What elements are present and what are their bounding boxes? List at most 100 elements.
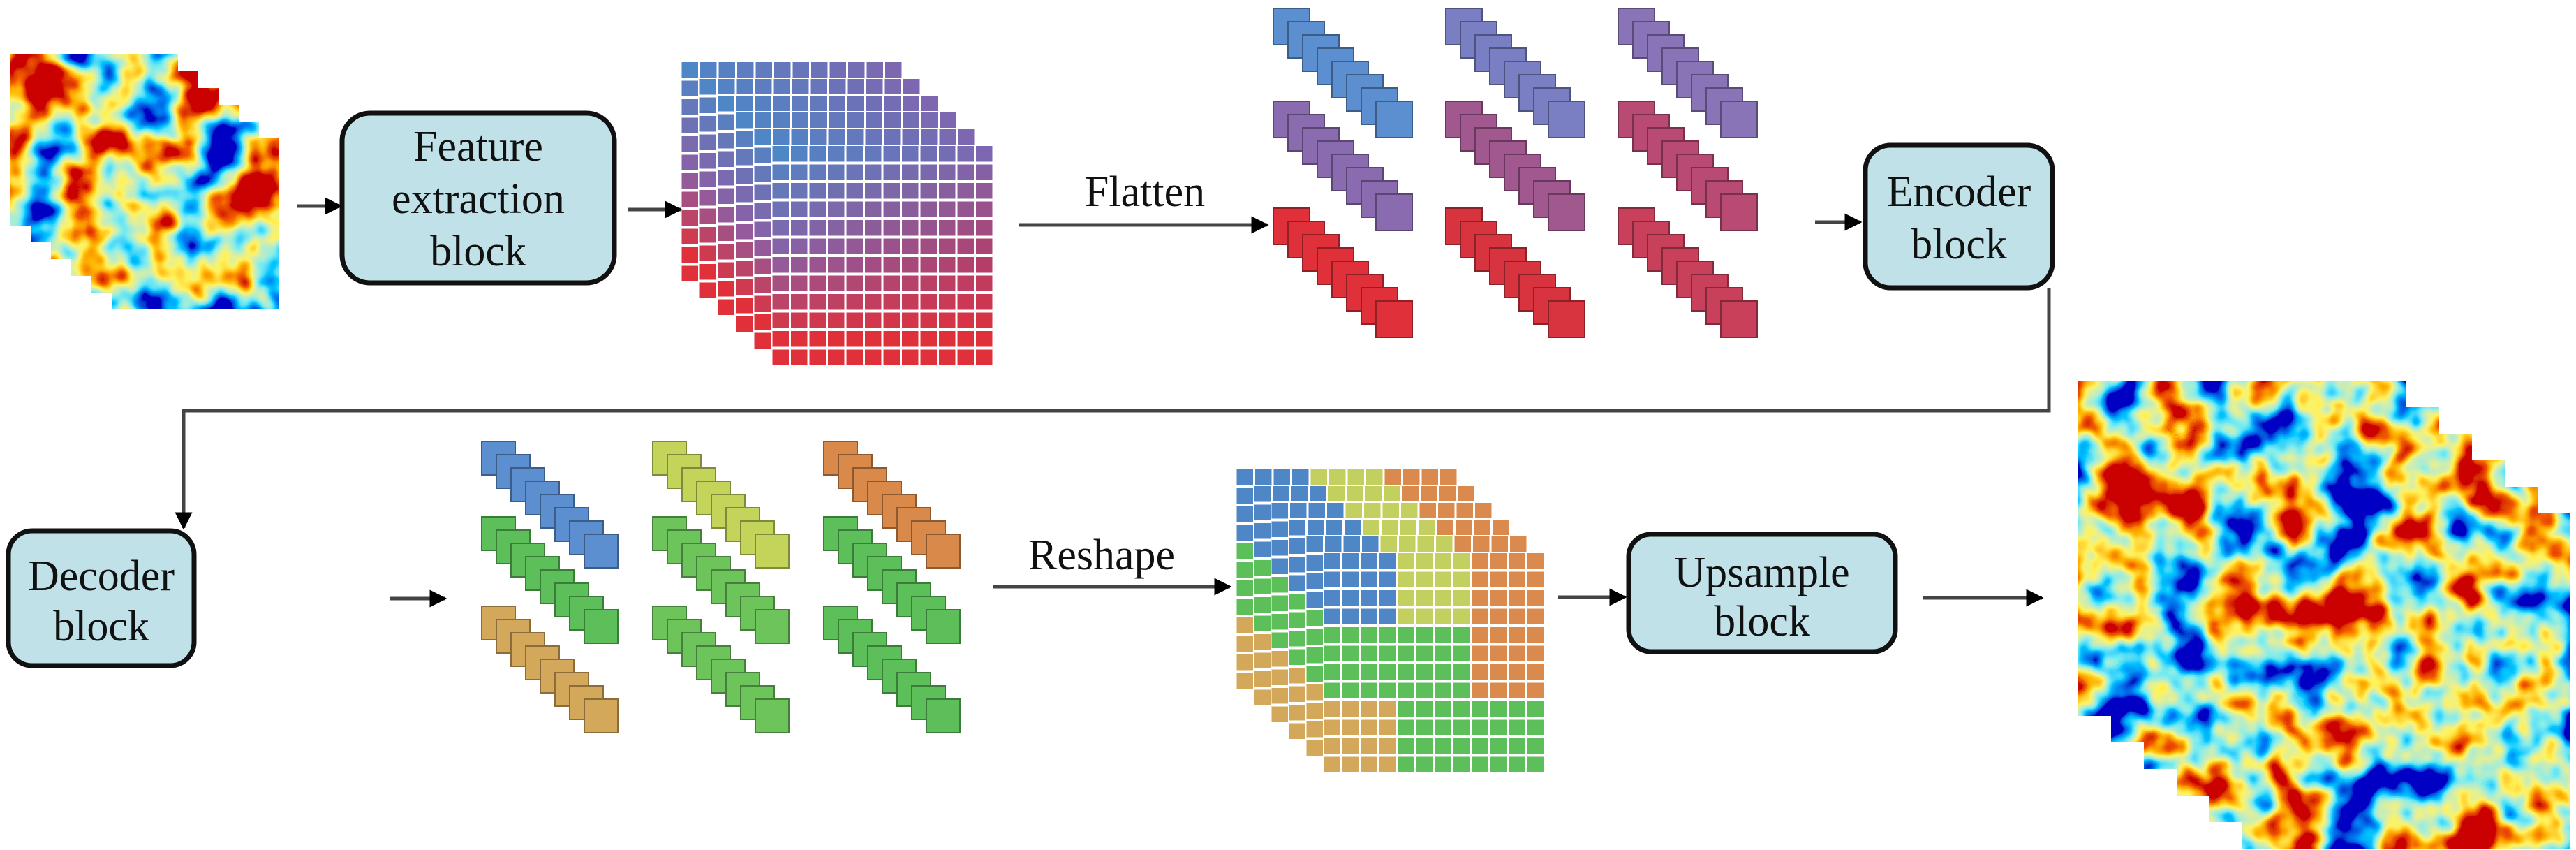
grid-cell xyxy=(1379,608,1396,624)
grid-cell xyxy=(1435,701,1451,717)
grid-cell xyxy=(846,238,863,254)
grid-cell xyxy=(1435,664,1451,680)
grid-cell xyxy=(809,183,826,199)
grid-cell xyxy=(883,164,900,180)
token-square xyxy=(755,698,790,733)
grid-cell xyxy=(1454,536,1471,552)
grid-cell xyxy=(1490,627,1507,643)
grid-cell xyxy=(828,238,845,254)
grid-cell xyxy=(791,331,808,347)
grid-cell xyxy=(1254,615,1271,631)
grid-cell xyxy=(1527,701,1544,717)
grid-cell xyxy=(1416,571,1433,587)
grid-cell xyxy=(681,173,698,189)
grid-cell xyxy=(1342,701,1359,717)
grid-cell xyxy=(865,331,882,347)
grid-cell xyxy=(791,129,808,145)
grid-cell xyxy=(1379,590,1396,606)
grid-cell xyxy=(1361,553,1377,569)
grid-cell xyxy=(902,349,919,365)
grid-cell xyxy=(1527,608,1544,624)
grid-cell xyxy=(883,238,900,254)
grid-cell xyxy=(755,112,771,129)
grid-cell xyxy=(1271,614,1288,630)
grid-cell xyxy=(1416,701,1433,717)
grid-cell xyxy=(828,312,845,328)
grid-cell xyxy=(828,164,845,180)
grid-cell xyxy=(976,146,993,162)
grid-cell xyxy=(791,349,808,365)
grid-cell xyxy=(718,299,734,315)
grid-cell xyxy=(1456,503,1473,519)
grid-cell xyxy=(718,133,734,149)
grid-cell xyxy=(958,129,975,145)
grid-cell xyxy=(1384,486,1400,502)
grid-cell xyxy=(1380,536,1397,552)
grid-cell xyxy=(1398,645,1414,661)
grid-cell xyxy=(976,238,993,254)
grid-cell xyxy=(1379,627,1396,643)
grid-cell xyxy=(957,312,974,328)
token-square xyxy=(584,698,619,733)
grid-cell xyxy=(1416,719,1433,735)
grid-cell xyxy=(1435,553,1451,569)
grid-cell xyxy=(736,149,753,166)
grid-cell xyxy=(1236,506,1253,522)
grid-cell xyxy=(846,349,863,365)
grid-cell xyxy=(1324,608,1340,624)
grid-cell xyxy=(681,62,698,78)
grid-cell xyxy=(1236,654,1253,671)
grid-cell xyxy=(718,96,734,112)
grid-cell xyxy=(1289,631,1305,647)
grid-cell xyxy=(939,201,956,217)
input-heatmap-stack xyxy=(10,54,280,310)
grid-cell xyxy=(1379,756,1396,772)
grid-cell xyxy=(754,240,771,256)
grid-cell xyxy=(1236,525,1253,541)
grid-cell xyxy=(809,201,826,217)
grid-cell xyxy=(1324,682,1340,698)
grid-cell xyxy=(773,79,790,95)
grid-cell xyxy=(846,201,863,217)
grid-cell xyxy=(1398,608,1414,624)
grid-cell xyxy=(1453,553,1470,569)
grid-cell xyxy=(792,96,808,112)
grid-cell xyxy=(1490,719,1507,735)
grid-cell xyxy=(1437,520,1453,536)
grid-cell xyxy=(1398,590,1414,606)
grid-cell xyxy=(1310,469,1327,485)
grid-cell xyxy=(976,201,993,217)
grid-cell xyxy=(1289,723,1305,739)
grid-cell xyxy=(846,312,863,328)
grid-cell xyxy=(1472,756,1488,772)
grid-cell xyxy=(828,331,845,347)
grid-cell xyxy=(1472,590,1488,606)
grid-cell xyxy=(1236,599,1253,615)
grid-cell xyxy=(1439,486,1456,502)
grid-cell xyxy=(1472,664,1488,680)
grid-cell xyxy=(699,227,716,243)
grid-cell xyxy=(1306,740,1323,756)
grid-cell xyxy=(736,186,753,203)
grid-cell xyxy=(791,238,808,254)
block-label-line: Encoder xyxy=(1887,168,2031,216)
grid-cell xyxy=(1435,756,1451,772)
grid-cell xyxy=(699,97,716,113)
grid-cell xyxy=(920,331,937,347)
upsample-block: Upsample block xyxy=(1626,532,1898,654)
grid-cell xyxy=(736,298,753,314)
grid-cell xyxy=(1236,617,1253,633)
grid-cell xyxy=(699,116,716,132)
grid-cell xyxy=(736,242,753,258)
grid-cell xyxy=(848,62,865,78)
decoder-token-stacks xyxy=(481,441,961,733)
grid-cell xyxy=(1292,469,1309,485)
grid-cell xyxy=(883,220,900,236)
block-label-line: Feature xyxy=(413,123,543,170)
grid-cell xyxy=(1435,627,1451,643)
grid-cell xyxy=(1509,719,1525,735)
grid-cell xyxy=(1236,673,1253,689)
grid-cell xyxy=(1342,627,1359,643)
grid-cell xyxy=(809,312,826,328)
grid-cell xyxy=(1328,486,1345,502)
